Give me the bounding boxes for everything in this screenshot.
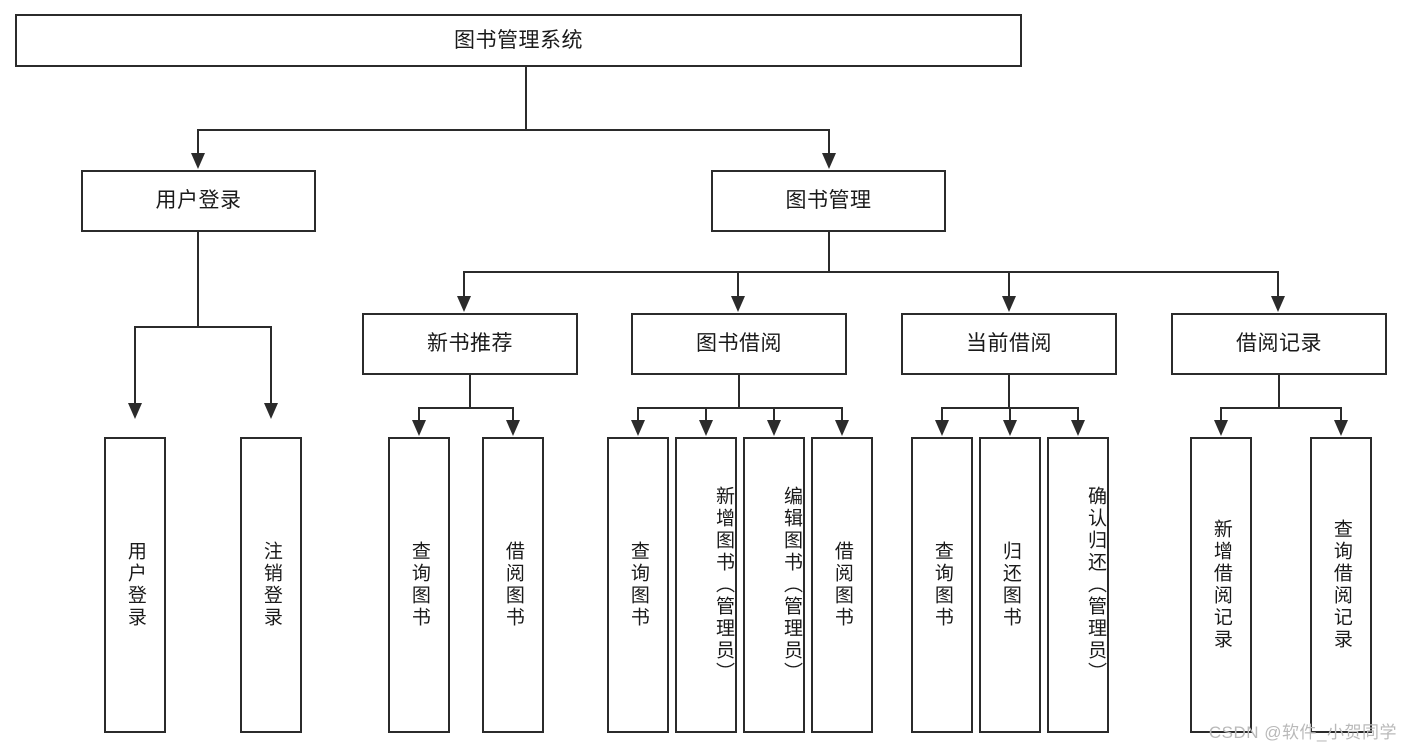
edge-bb-to-leaf-2 [705, 407, 707, 423]
leaf-borrow-book-1-label: 借阅图书 [502, 541, 524, 629]
leaf-query-book-3[interactable]: 查询图书 [911, 437, 973, 733]
leaf-return-book[interactable]: 归还图书 [979, 437, 1041, 733]
leaf-query-book-2-label: 查询图书 [627, 541, 649, 629]
arrow-bm-to-book-borrow [731, 296, 745, 312]
leaf-query-record[interactable]: 查询借阅记录 [1310, 437, 1372, 733]
edge-book-borrow-stem [738, 375, 740, 408]
edge-br-to-leaf-2 [1340, 407, 1342, 423]
node-current-borrow[interactable]: 当前借阅 [901, 313, 1117, 375]
node-root[interactable]: 图书管理系统 [15, 14, 1022, 67]
edge-book-borrow-bus [637, 407, 842, 409]
arrow-cb-to-leaf-3 [1071, 420, 1085, 436]
arrow-nbr-to-leaf-2 [506, 420, 520, 436]
leaf-query-book-1[interactable]: 查询图书 [388, 437, 450, 733]
arrow-cb-to-leaf-2 [1003, 420, 1017, 436]
arrow-user-login-to-leaf-1 [128, 403, 142, 419]
edge-nbr-to-leaf-1 [418, 407, 420, 423]
edge-bb-to-leaf-1 [637, 407, 639, 423]
edge-root-to-book-manage [828, 129, 830, 157]
leaf-query-book-1-label: 查询图书 [408, 541, 430, 629]
watermark-text: CSDN @软件_小贺同学 [1208, 723, 1397, 742]
edge-root-stem [525, 67, 527, 130]
edge-cb-to-leaf-3 [1077, 407, 1079, 423]
arrow-root-to-book-manage [822, 153, 836, 169]
leaf-borrow-book-2-label: 借阅图书 [831, 541, 853, 629]
edge-bm-to-new-book-rec [463, 271, 465, 299]
edge-book-manage-bus [463, 271, 1278, 273]
leaf-borrow-book-2[interactable]: 借阅图书 [811, 437, 873, 733]
leaf-add-book[interactable]: 新增图书（管理员） [675, 437, 737, 733]
edge-new-book-rec-bus [418, 407, 513, 409]
edge-new-book-rec-stem [469, 375, 471, 408]
arrow-bb-to-leaf-3 [767, 420, 781, 436]
node-user-login-label: 用户登录 [155, 189, 242, 213]
leaf-add-record[interactable]: 新增借阅记录 [1190, 437, 1252, 733]
edge-user-login-to-leaf-1 [134, 326, 136, 406]
node-book-manage[interactable]: 图书管理 [711, 170, 946, 232]
edge-bm-to-book-borrow [737, 271, 739, 299]
node-current-borrow-label: 当前借阅 [966, 332, 1052, 356]
edge-root-to-user-login [197, 129, 199, 157]
edge-cb-to-leaf-1 [941, 407, 943, 423]
leaf-add-record-label: 新增借阅记录 [1210, 519, 1232, 651]
edge-br-to-leaf-1 [1220, 407, 1222, 423]
edge-user-login-to-leaf-2 [270, 326, 272, 406]
edge-borrow-record-stem [1278, 375, 1280, 408]
edge-current-borrow-stem [1008, 375, 1010, 408]
leaf-edit-book-label: 编辑图书（管理员） [781, 486, 802, 684]
leaf-add-book-label: 新增图书（管理员） [713, 486, 734, 684]
node-root-label: 图书管理系统 [454, 28, 583, 52]
node-book-borrow-label: 图书借阅 [696, 332, 782, 356]
leaf-confirm-return[interactable]: 确认归还（管理员） [1047, 437, 1109, 733]
arrow-cb-to-leaf-1 [935, 420, 949, 436]
node-borrow-record-label: 借阅记录 [1236, 332, 1322, 356]
arrow-bb-to-leaf-1 [631, 420, 645, 436]
leaf-query-record-label: 查询借阅记录 [1330, 519, 1352, 651]
leaf-user-login[interactable]: 用户登录 [104, 437, 166, 733]
leaf-user-logout-label: 注销登录 [260, 541, 282, 629]
edge-bb-to-leaf-4 [841, 407, 843, 423]
arrow-root-to-user-login [191, 153, 205, 169]
node-new-book-rec-label: 新书推荐 [427, 332, 513, 356]
leaf-query-book-2[interactable]: 查询图书 [607, 437, 669, 733]
node-new-book-rec[interactable]: 新书推荐 [362, 313, 578, 375]
edge-bm-to-borrow-record [1277, 271, 1279, 299]
node-book-manage-label: 图书管理 [785, 189, 872, 213]
leaf-return-book-label: 归还图书 [999, 541, 1021, 629]
leaf-user-logout[interactable]: 注销登录 [240, 437, 302, 733]
node-borrow-record[interactable]: 借阅记录 [1171, 313, 1387, 375]
arrow-nbr-to-leaf-1 [412, 420, 426, 436]
edge-cb-to-leaf-2 [1009, 407, 1011, 423]
edge-root-bus [197, 129, 829, 131]
leaf-confirm-return-label: 确认归还（管理员） [1085, 486, 1106, 684]
arrow-bm-to-new-book-rec [457, 296, 471, 312]
arrow-bm-to-current-borrow [1002, 296, 1016, 312]
edge-user-login-bus [134, 326, 271, 328]
node-book-borrow[interactable]: 图书借阅 [631, 313, 847, 375]
leaf-borrow-book-1[interactable]: 借阅图书 [482, 437, 544, 733]
arrow-br-to-leaf-1 [1214, 420, 1228, 436]
edge-bm-to-current-borrow [1008, 271, 1010, 299]
edge-bb-to-leaf-3 [773, 407, 775, 423]
arrow-bb-to-leaf-2 [699, 420, 713, 436]
leaf-query-book-3-label: 查询图书 [931, 541, 953, 629]
arrow-bb-to-leaf-4 [835, 420, 849, 436]
edge-nbr-to-leaf-2 [512, 407, 514, 423]
edge-user-login-stem [197, 232, 199, 327]
edge-borrow-record-bus [1220, 407, 1341, 409]
edge-book-manage-stem [828, 232, 830, 272]
leaf-edit-book[interactable]: 编辑图书（管理员） [743, 437, 805, 733]
node-user-login[interactable]: 用户登录 [81, 170, 316, 232]
arrow-bm-to-borrow-record [1271, 296, 1285, 312]
arrow-br-to-leaf-2 [1334, 420, 1348, 436]
leaf-user-login-label: 用户登录 [124, 541, 146, 629]
arrow-user-login-to-leaf-2 [264, 403, 278, 419]
